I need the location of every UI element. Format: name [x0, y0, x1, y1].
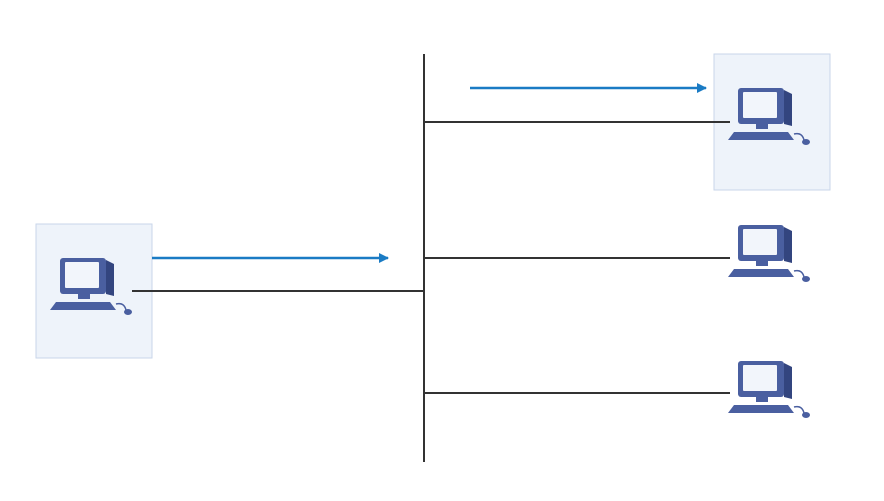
receiver-3-computer-icon[interactable] — [727, 360, 811, 419]
receiver-2-computer-icon[interactable] — [727, 224, 811, 283]
